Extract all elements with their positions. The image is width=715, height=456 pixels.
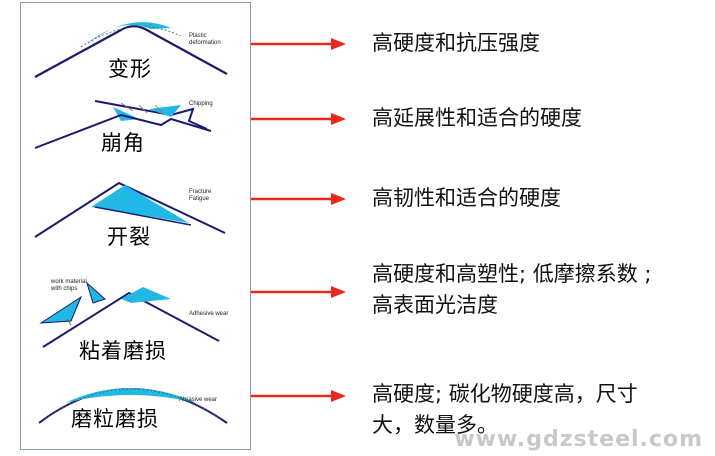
caption-chipping: Chipping: [189, 101, 213, 107]
caption-abrasive-wear: Abrasive wear: [179, 397, 218, 403]
description-4: 高硬度和高塑性; 低摩擦系数 ; 高表面光洁度: [372, 259, 652, 321]
description-line: 高硬度和抗压强度: [372, 31, 540, 55]
figure-plastic-deformation: 变形 Plastic deformation: [21, 3, 252, 91]
arrow-icon: [251, 113, 346, 125]
label-fracture: 开裂: [107, 225, 151, 249]
description-3: 高韧性和适合的硬度: [372, 183, 561, 214]
label-deformation: 变形: [108, 57, 152, 81]
label-chipping: 崩角: [101, 131, 145, 155]
illustration-panel: 变形 Plastic deformation 崩角 Chipping 开裂 Fr…: [20, 2, 251, 450]
caption-adhesive-wear: Adhesive wear: [189, 311, 229, 317]
arrow-icon: [251, 286, 346, 298]
abrasive-wear-diagram: [38, 388, 228, 424]
label-adhesive-wear: 粘着磨损: [79, 339, 167, 363]
figure-chipping: 崩角 Chipping: [21, 91, 252, 177]
arrow-icon: [251, 390, 346, 402]
label-abrasive-wear: 磨粒磨损: [71, 407, 159, 431]
description-1: 高硬度和抗压强度: [372, 28, 540, 59]
description-5: 高硬度; 碳化物硬度高，尺寸 大，数量多。: [372, 379, 638, 441]
description-2: 高延展性和适合的硬度: [372, 103, 582, 134]
caption-plastic-deformation: Plastic deformation: [189, 33, 221, 46]
description-line: 高韧性和适合的硬度: [372, 186, 561, 210]
watermark: www.gdzsteel.com: [454, 427, 703, 452]
figure-adhesive-wear: 粘着磨损 Adhesive wear work material with ch…: [21, 263, 252, 363]
caption-work-material: work material with chips: [51, 279, 87, 292]
figure-abrasive-wear: 磨粒磨损 Abrasive wear: [21, 363, 252, 451]
arrow-icon: [251, 38, 346, 50]
description-line: 大，数量多。: [372, 413, 498, 437]
description-line: 高延展性和适合的硬度: [372, 106, 582, 130]
plastic-deformation-diagram: [34, 22, 228, 78]
chipping-diagram: [34, 100, 212, 149]
caption-fracture: Fracture Fatigue: [189, 189, 212, 202]
arrow-icon: [251, 193, 346, 205]
description-line: 高硬度; 碳化物硬度高，尺寸: [372, 382, 638, 406]
description-line: 高硬度和高塑性; 低摩擦系数 ;: [372, 262, 652, 286]
fracture-diagram: [34, 181, 226, 238]
description-line: 高表面光洁度: [372, 293, 498, 317]
adhesive-wear-diagram: [39, 281, 220, 348]
figure-fracture: 开裂 Fracture Fatigue: [21, 177, 252, 263]
